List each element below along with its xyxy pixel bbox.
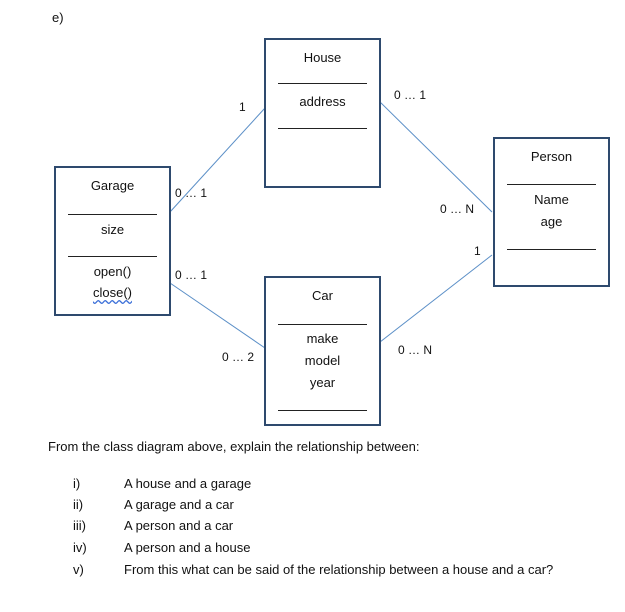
question-item-text: A person and a house [124, 540, 251, 555]
house-class-name: House [303, 50, 342, 65]
multiplicity-garage-car-car: 0 … 2 [222, 350, 255, 364]
car-separator-2 [278, 410, 367, 411]
multiplicity-garage-car-garage: 0 … 1 [175, 268, 208, 282]
car-attr-model: model [304, 353, 341, 368]
garage-method-open: open() [93, 264, 132, 279]
question-item-number: i) [73, 476, 81, 491]
person-attr-age: age [540, 214, 563, 229]
car-person-line [379, 254, 493, 343]
garage-car-line [169, 282, 266, 349]
house-attr-address: address [299, 94, 346, 109]
question-item-text: A garage and a car [124, 497, 234, 512]
garage-class-box: Garage size open() close() [54, 166, 171, 316]
house-garage-line [169, 107, 266, 213]
question-item-text: A house and a garage [124, 476, 252, 491]
question-item-text: From this what can be said of the relati… [124, 562, 554, 577]
garage-method-close-text: close() [92, 285, 132, 300]
house-person-line [379, 101, 493, 213]
car-class-name: Car [312, 288, 333, 303]
person-class-name: Person [530, 149, 573, 164]
car-separator-1 [278, 324, 367, 325]
person-separator-2 [507, 249, 596, 250]
car-attr-make: make [306, 331, 339, 346]
multiplicity-house-person-person: 0 … N [440, 202, 475, 216]
person-separator-1 [507, 184, 596, 185]
house-separator-2 [278, 128, 367, 129]
question-item-number: ii) [73, 497, 84, 512]
garage-separator-2 [68, 256, 157, 257]
question-item-number: v) [73, 562, 84, 577]
car-attr-year: year [309, 375, 336, 390]
multiplicity-car-person-car: 0 … N [398, 343, 433, 357]
person-attr-name: Name [534, 192, 569, 207]
question-item-text: A person and a car [124, 518, 234, 533]
house-class-box: House address [264, 38, 381, 188]
part-label: e) [52, 10, 64, 25]
question-item-number: iv) [73, 540, 87, 555]
multiplicity-house-garage-house: 1 [239, 100, 246, 114]
garage-method-close: close() [56, 285, 169, 300]
multiplicity-house-garage-garage: 0 … 1 [175, 186, 208, 200]
person-class-box: Person Name age [493, 137, 610, 287]
car-class-box: Car make model year [264, 276, 381, 426]
garage-separator-1 [68, 214, 157, 215]
multiplicity-house-person-house: 0 … 1 [394, 88, 427, 102]
garage-attr-size: size [100, 222, 125, 237]
garage-class-name: Garage [90, 178, 135, 193]
multiplicity-car-person-person: 1 [474, 244, 481, 258]
question-item-number: iii) [73, 518, 86, 533]
house-separator-1 [278, 83, 367, 84]
question-prompt: From the class diagram above, explain th… [48, 439, 420, 454]
